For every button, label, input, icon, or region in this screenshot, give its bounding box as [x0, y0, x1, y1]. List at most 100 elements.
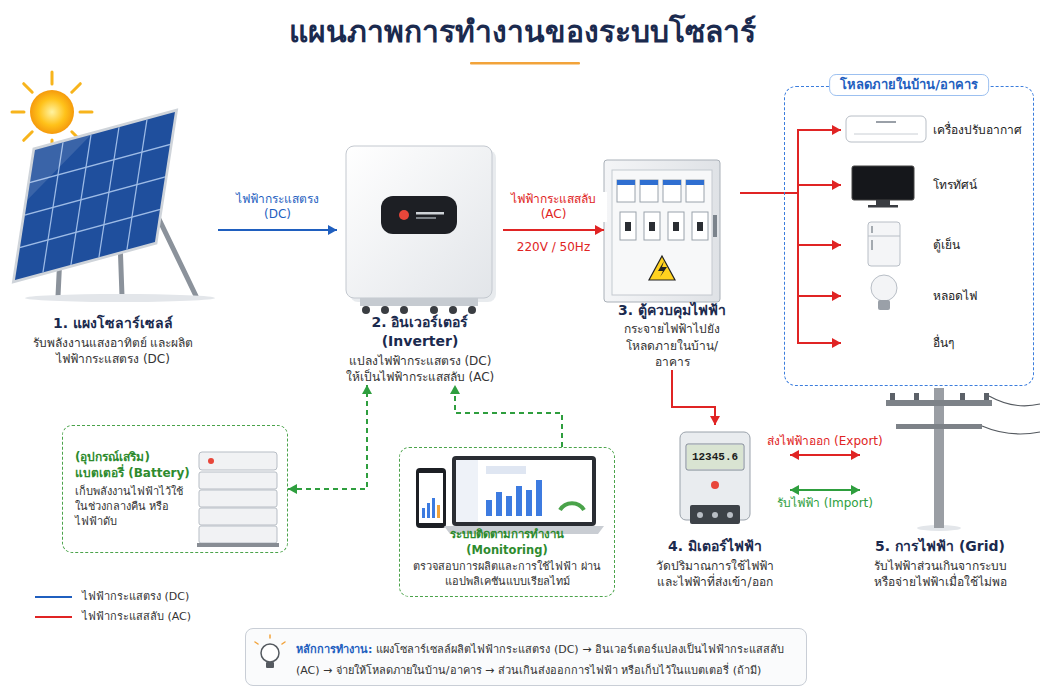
battery-stack-part	[197, 543, 279, 547]
control-cabinet-part-part	[640, 180, 658, 202]
arrow-head	[851, 485, 860, 495]
control-cabinet-part	[625, 222, 703, 231]
utility-pole-part-part	[989, 396, 1040, 406]
idea-bulb-icon-part	[255, 635, 285, 644]
battery-stack-part	[199, 526, 277, 543]
electric-meter-part	[697, 512, 733, 518]
arrow-head	[710, 416, 720, 425]
connector-line	[455, 385, 562, 447]
part-title: 2. อินเวอร์เตอร์ (Inverter)	[337, 313, 503, 351]
solar-panel	[12, 108, 178, 283]
connector-line	[740, 185, 841, 193]
load-name: เครื่องปรับอากาศ	[933, 122, 1022, 138]
solar-panel-part-part	[20, 210, 160, 248]
part-desc: รับไฟฟ้าส่วนเกินจากระบบ หรือจ่ายไฟฟ้าเมื…	[865, 558, 1015, 590]
arrow-head	[450, 385, 460, 394]
utility-pole-part	[890, 393, 989, 400]
control-cabinet-part-part	[644, 212, 660, 240]
monitoring-devices-part-part	[506, 496, 512, 516]
arrow-head	[832, 291, 841, 301]
voltage-label: 220V / 50Hz	[514, 240, 593, 255]
load-item: อื่นๆ	[841, 323, 1031, 363]
note-ground	[245, 628, 807, 686]
control-cabinet-block: 3. ตู้ควบคุมไฟฟ้ากระจายไฟฟ้าไปยัง โหลดภา…	[604, 150, 740, 370]
inverter-block: 2. อินเวอร์เตอร์ (Inverter)แปลงไฟฟ้ากระแ…	[337, 135, 503, 385]
solar-panel-part	[27, 135, 91, 200]
edge-label: รับไฟฟ้า (Import)	[774, 496, 876, 511]
utility-pole-part-part	[960, 393, 965, 400]
load-name: อื่นๆ	[933, 335, 954, 351]
connector	[740, 180, 841, 193]
solar-panel-block: 1. แผงโซลาร์เซลล์รับพลังงานแสงอาทิตย์ แล…	[8, 95, 218, 367]
utility-pole-part	[886, 400, 992, 406]
inverter-unit-part-part	[449, 306, 457, 314]
television-icon	[852, 166, 914, 208]
refrigerator-icon	[868, 222, 900, 266]
arrow-head	[328, 225, 337, 235]
electric-meter-part-part	[727, 512, 733, 518]
sun-icon-part-part	[80, 111, 92, 114]
option-title: (อุปกรณ์เสริม) แบตเตอรี่ (Battery)	[75, 449, 195, 481]
utility-pole-part-part	[982, 426, 1040, 434]
sun-icon-part	[30, 90, 74, 134]
inverter-unit-part	[399, 210, 409, 220]
monitoring-block: ระบบติดตามการทำงาน (Monitoring)ตรวจสอบกา…	[399, 447, 615, 597]
utility-pole-part-part	[890, 393, 895, 400]
control-cabinet-part-part	[663, 180, 681, 202]
monitoring-devices-part	[432, 498, 435, 518]
sun-icon-part-part	[24, 132, 33, 141]
connector	[740, 125, 841, 193]
connector-line	[790, 489, 860, 491]
inverter-unit-part-part	[381, 306, 389, 314]
monitoring-devices-part	[456, 460, 592, 522]
refrigerator-icon-part	[871, 240, 873, 250]
arrow-head	[832, 240, 841, 250]
sun-icon-part-part	[51, 72, 54, 84]
sun-icon-part-part	[12, 111, 24, 114]
load-name: หลอดไฟ	[933, 288, 977, 304]
connector-line	[218, 229, 337, 231]
part-desc: กระจายไฟฟ้าไปยัง โหลดภายในบ้าน/อาคาร	[609, 321, 735, 370]
control-cabinet-part-part	[617, 180, 635, 185]
connector	[740, 193, 841, 301]
refrigerator-icon-part	[868, 236, 900, 237]
television-icon-part	[852, 166, 914, 200]
part-title: 3. ตู้ควบคุมไฟฟ้า	[618, 301, 726, 320]
electric-meter-part	[690, 505, 740, 524]
option-desc: เก็บพลังงานไฟฟ้าไว้ใช้ ในช่วงกลางคืน หรื…	[75, 485, 195, 530]
television-icon-part	[868, 205, 898, 208]
control-cabinet-part	[713, 215, 717, 237]
option-title: ระบบติดตามการทำงาน (Monitoring)	[409, 527, 605, 558]
load-item: หลอดไฟ	[841, 276, 1031, 316]
air-conditioner-icon-part	[854, 134, 918, 135]
air-conditioner-icon-part	[876, 121, 896, 123]
control-cabinet-part-part	[649, 222, 655, 231]
utility-pole-part	[982, 396, 1040, 434]
edge-label: ส่งไฟฟ้าออก (Export)	[764, 434, 885, 449]
inverter-unit	[346, 146, 496, 314]
control-cabinet	[604, 160, 720, 302]
idea-bulb-icon-part	[261, 644, 279, 662]
air-conditioner-icon-part	[846, 116, 926, 142]
monitoring-devices-part	[486, 466, 526, 474]
connector	[218, 225, 337, 235]
control-cabinet-part-part	[692, 212, 708, 240]
monitoring-devices-part-part	[486, 500, 492, 516]
connector-line	[288, 385, 367, 489]
monitoring-devices-part	[560, 503, 584, 510]
part-title: 4. มิเตอร์ไฟฟ้า	[668, 537, 762, 556]
control-cabinet-part	[649, 256, 675, 280]
utility-pole-part	[934, 388, 944, 528]
part-desc: รับพลังงานแสงอาทิตย์ และผลิตไฟฟ้ากระแสตร…	[28, 335, 198, 367]
light-bulb-icon-part	[878, 300, 890, 310]
note-heading: หลักการทำงาน:	[296, 643, 372, 656]
arrow-head	[851, 450, 860, 460]
monitoring-devices-part	[486, 480, 542, 516]
group-heading: โหลดภายในบ้าน/อาคาร	[829, 74, 989, 96]
connector-line	[672, 370, 715, 425]
panel-ground-shadow	[25, 294, 215, 302]
connector	[503, 225, 604, 235]
idea-bulb-icon-part-part	[255, 642, 258, 644]
control-cabinet-part-part	[663, 180, 681, 185]
